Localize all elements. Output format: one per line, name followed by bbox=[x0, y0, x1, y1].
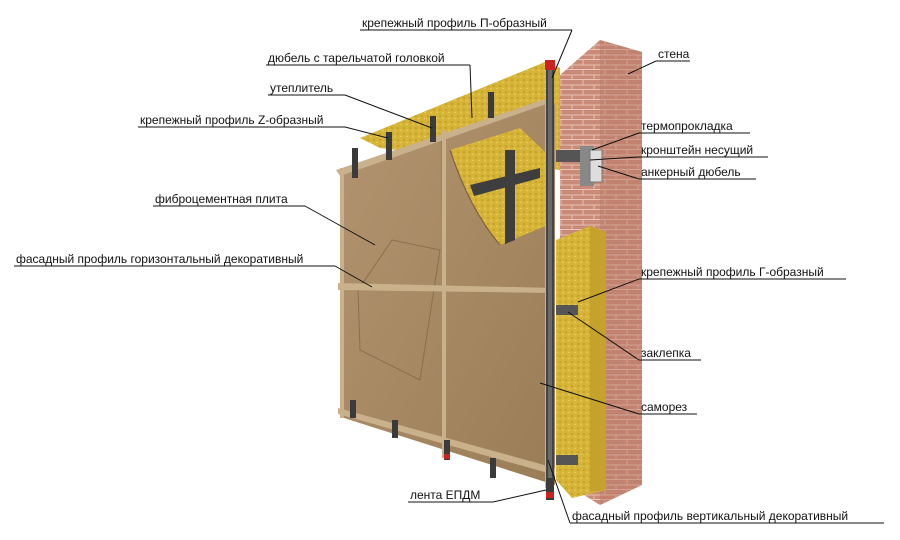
label-dowel-head: дюбель с тарельчатой головкой bbox=[268, 51, 445, 65]
label-p-profile: крепежный профиль П-образный bbox=[362, 16, 547, 30]
label-rivet: заклепка bbox=[641, 346, 691, 360]
z-profiles bbox=[352, 92, 494, 178]
label-thermal-pad: термопрокладка bbox=[641, 119, 733, 133]
label-insulation: утеплитель bbox=[270, 81, 333, 95]
label-g-profile: крепежный профиль Г-образный bbox=[641, 265, 824, 279]
label-horiz-profile: фасадный профиль горизонтальный декорати… bbox=[16, 252, 303, 266]
wall-brackets bbox=[556, 146, 603, 465]
label-screw: саморез bbox=[641, 400, 688, 414]
label-z-profile: крепежный профиль Z-образный bbox=[140, 113, 324, 127]
label-wall: стена bbox=[658, 47, 690, 61]
label-vert-profile: фасадный профиль вертикальный декоративн… bbox=[572, 509, 848, 523]
label-fibro-plate: фиброцементная плита bbox=[155, 192, 288, 206]
label-bracket: кронштейн несущий bbox=[641, 143, 753, 157]
label-epdm: лента ЕПДМ bbox=[410, 488, 480, 502]
label-anchor: анкерный дюбель bbox=[641, 165, 741, 179]
fiber-cement-panel bbox=[340, 100, 555, 485]
bottom-brackets bbox=[350, 400, 554, 500]
p-profile bbox=[545, 60, 555, 486]
